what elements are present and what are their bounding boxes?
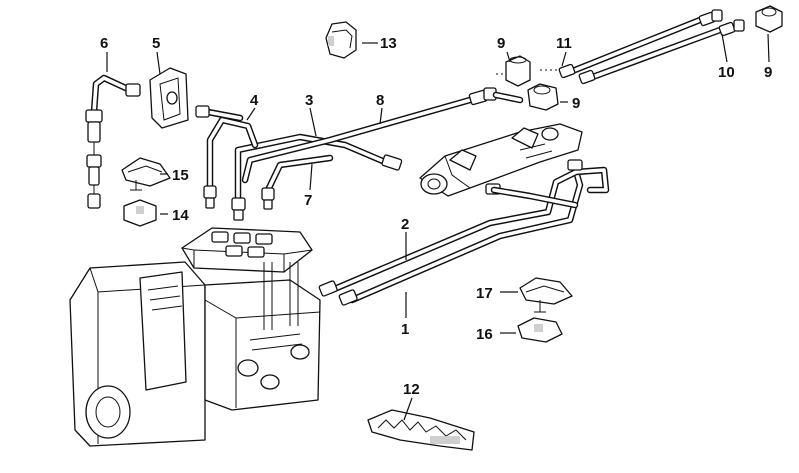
callout-6: 6 bbox=[100, 35, 108, 52]
brake-hose-6 bbox=[85, 74, 141, 209]
brake-pipe-1 bbox=[338, 164, 584, 306]
callout-14: 13 bbox=[380, 35, 397, 52]
pipe-connector-lines bbox=[490, 186, 579, 209]
brake-pipe-3 bbox=[231, 133, 403, 221]
union-nut-10 bbox=[496, 55, 531, 87]
bracket-16 bbox=[121, 157, 171, 191]
callout-16: 15 bbox=[172, 167, 189, 184]
callout-2: 2 bbox=[401, 216, 409, 233]
brake-pipe-8 bbox=[241, 87, 497, 184]
pipe-8-continuation bbox=[492, 91, 524, 104]
bracket-clip-5 bbox=[149, 67, 189, 129]
abs-hydraulic-unit bbox=[69, 227, 321, 447]
callout-11: 10 bbox=[718, 64, 735, 81]
callout-12: 11 bbox=[556, 35, 572, 52]
bracket-18 bbox=[519, 277, 573, 313]
callout-4: 4 bbox=[250, 92, 259, 109]
brake-pipe-upper-2 bbox=[578, 19, 745, 85]
union-nut-9a bbox=[527, 83, 559, 111]
callout-1: 1 bbox=[401, 321, 409, 338]
pipe-holder-13 bbox=[367, 409, 475, 451]
grommet-14 bbox=[325, 21, 357, 59]
callout-5: 5 bbox=[152, 35, 160, 52]
union-nut-9b bbox=[755, 5, 783, 33]
brake-pipe-upper-1 bbox=[540, 9, 723, 79]
callout-13: 12 bbox=[403, 381, 420, 398]
brake-pipe-2 bbox=[318, 159, 610, 297]
callout-17: 16 bbox=[476, 326, 493, 343]
callout-8: 8 bbox=[376, 92, 384, 109]
brake-pipe-4 bbox=[195, 105, 259, 209]
clip-17 bbox=[517, 317, 563, 343]
master-cylinder bbox=[419, 123, 583, 197]
callout-3: 3 bbox=[305, 92, 313, 109]
callout-9-second: 9 bbox=[764, 64, 772, 81]
callout-10: 9 bbox=[497, 35, 505, 52]
callout-9-a: 9 bbox=[572, 95, 580, 112]
callout-18: 17 bbox=[476, 285, 493, 302]
clip-15 bbox=[123, 199, 157, 227]
callout-7: 7 bbox=[304, 192, 312, 209]
brake-pipe-7 bbox=[261, 154, 334, 210]
callout-labels: 6 5 4 3 8 7 2 1 13 9 11 9 10 9 9 9 12 15… bbox=[100, 35, 772, 398]
leader-lines bbox=[106, 33, 770, 421]
callout-15: 14 bbox=[172, 207, 189, 224]
